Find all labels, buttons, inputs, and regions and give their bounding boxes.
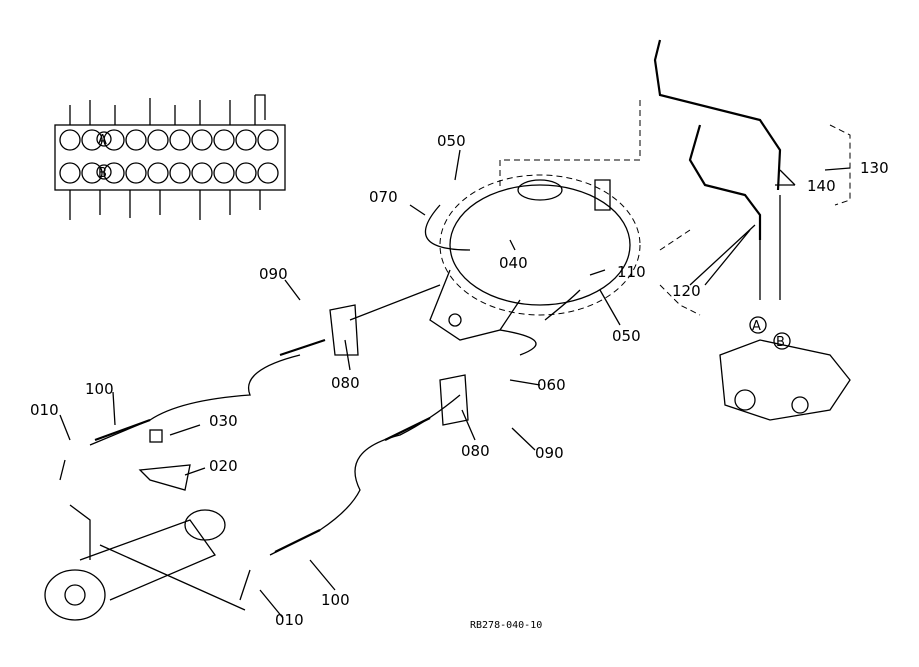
port-a-marker bbox=[96, 131, 112, 147]
part-label-050: 050 bbox=[612, 327, 641, 345]
valve-spool bbox=[235, 129, 257, 151]
part-label-050: 050 bbox=[437, 132, 466, 150]
part-label-100: 100 bbox=[85, 380, 114, 398]
part-label-040: 040 bbox=[499, 254, 528, 272]
part-label-030: 030 bbox=[209, 412, 238, 430]
part-label-130: 130 bbox=[860, 159, 889, 177]
part-label-070: 070 bbox=[369, 188, 398, 206]
valve-spool bbox=[169, 162, 191, 184]
port-b-marker bbox=[96, 164, 112, 180]
part-label-080: 080 bbox=[461, 442, 490, 460]
pump-port-b-marker bbox=[773, 332, 791, 350]
control-valve-illustration bbox=[54, 94, 286, 220]
valve-spool bbox=[103, 162, 125, 184]
pump-port-a-marker bbox=[749, 316, 767, 334]
cylinder-illustration bbox=[44, 504, 246, 621]
part-label-100: 100 bbox=[321, 591, 350, 609]
valve-spool bbox=[191, 129, 213, 151]
valve-spool bbox=[213, 129, 235, 151]
pump-port-b-label: B bbox=[776, 335, 785, 350]
brackets bbox=[138, 304, 469, 491]
pump-port-a-label: A bbox=[752, 319, 761, 334]
part-label-060: 060 bbox=[537, 376, 566, 394]
part-label-140: 140 bbox=[807, 177, 836, 195]
swivel-frame-illustration bbox=[429, 174, 641, 341]
valve-spool bbox=[125, 162, 147, 184]
port-b-label: B bbox=[98, 166, 107, 181]
pipe-assembly bbox=[499, 39, 851, 316]
part-label-020: 020 bbox=[209, 457, 238, 475]
valve-spool bbox=[257, 129, 279, 151]
part-label-110: 110 bbox=[617, 263, 646, 281]
part-label-010: 010 bbox=[30, 401, 59, 419]
valve-spool bbox=[169, 129, 191, 151]
port-a-label: A bbox=[98, 133, 107, 148]
valve-spool bbox=[191, 162, 213, 184]
valve-spool bbox=[81, 129, 103, 151]
drawing-code: RB278-040-10 bbox=[470, 620, 542, 631]
valve-spool bbox=[59, 162, 81, 184]
leader-lines bbox=[59, 149, 851, 619]
valve-spool bbox=[235, 162, 257, 184]
valve-spool bbox=[213, 162, 235, 184]
valve-spool bbox=[103, 129, 125, 151]
hoses bbox=[59, 204, 581, 601]
valve-spool bbox=[257, 162, 279, 184]
valve-spool bbox=[147, 129, 169, 151]
part-label-090: 090 bbox=[259, 265, 288, 283]
valve-spool bbox=[147, 162, 169, 184]
valve-spool bbox=[125, 129, 147, 151]
pump-illustration bbox=[719, 339, 851, 421]
part-label-120: 120 bbox=[672, 282, 701, 300]
part-label-010: 010 bbox=[275, 611, 304, 629]
valve-spool bbox=[59, 129, 81, 151]
part-label-080: 080 bbox=[331, 374, 360, 392]
part-label-090: 090 bbox=[535, 444, 564, 462]
valve-spool bbox=[81, 162, 103, 184]
